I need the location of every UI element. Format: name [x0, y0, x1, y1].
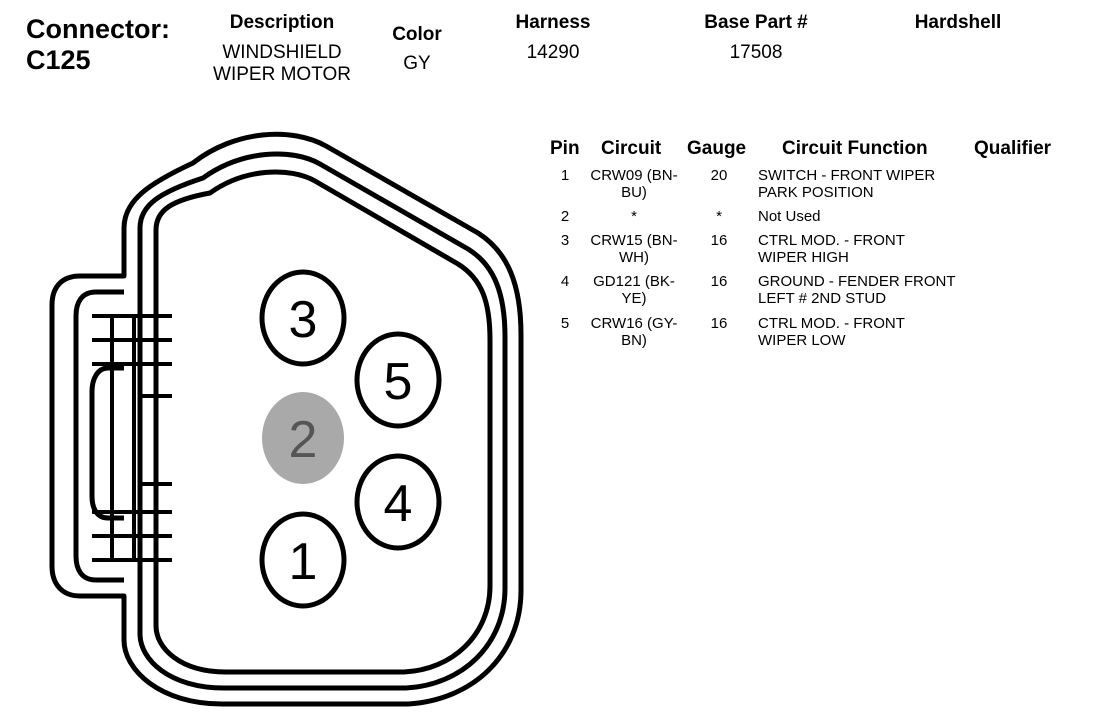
row-pin-line: 5: [560, 315, 570, 332]
row-circuit-line: CRW15 (BN-: [590, 232, 678, 249]
row-circuit-function-line: PARK POSITION: [758, 184, 874, 201]
row-pin: 1: [550, 167, 580, 184]
hardshell-header: Hardshell: [914, 12, 1002, 33]
row-circuit-function-line: SWITCH - FRONT WIPER: [758, 167, 936, 184]
row-circuit-line: WH): [619, 249, 649, 266]
row-gauge: 16: [699, 273, 739, 290]
latch-inner-loop: [73, 289, 124, 583]
pin-cavity-1: [259, 511, 347, 609]
latch-bars: [92, 314, 172, 562]
row-circuit-line: *: [631, 208, 637, 225]
pin-number-3: 3: [289, 291, 318, 349]
row-gauge: 16: [699, 315, 739, 332]
row-gauge: 20: [699, 167, 739, 184]
row-circuit: CRW16 (GY-BN): [582, 315, 686, 349]
row-circuit-function-line: WIPER HIGH: [758, 249, 849, 266]
row-gauge-line: 16: [710, 273, 728, 290]
color-header: Color: [392, 24, 442, 45]
row-gauge: 16: [699, 232, 739, 249]
row-circuit: *: [582, 208, 686, 225]
color-value: GY: [403, 53, 431, 74]
description-line-2: WIPER MOTOR: [213, 64, 351, 85]
pin-cavity-2: [262, 392, 344, 484]
row-circuit-function-line: LEFT # 2ND STUD: [758, 290, 887, 307]
col-header-gauge: Gauge: [687, 138, 747, 159]
row-circuit: CRW15 (BN-WH): [582, 232, 686, 266]
connector-id: C125: [26, 45, 91, 75]
row-circuit-function-line: GROUND - FENDER FRONT: [758, 273, 956, 290]
connector-label: Connector:: [26, 14, 170, 44]
row-circuit-line: BN): [621, 332, 647, 349]
description-header: Description: [229, 12, 335, 33]
description-line-1: WINDSHIELD: [222, 42, 342, 63]
pin-number-2: 2: [289, 411, 318, 469]
row-circuit-line: CRW16 (GY-: [590, 315, 678, 332]
pin-number-5: 5: [384, 353, 413, 411]
row-circuit-line: BU): [621, 184, 647, 201]
row-gauge-line: 16: [710, 232, 728, 249]
description-value: WINDSHIELD WIPER MOTOR: [200, 42, 364, 86]
row-gauge-line: 20: [710, 167, 728, 184]
row-pin: 4: [550, 273, 580, 290]
row-circuit: GD121 (BK-YE): [582, 273, 686, 307]
row-pin: 5: [550, 315, 580, 332]
row-circuit-line: YE): [621, 290, 647, 307]
latch-inner-loop-2: [89, 365, 124, 521]
pin-cavity-4: [354, 453, 442, 551]
housing-outer-outline: [49, 131, 524, 707]
row-circuit-function: Not Used: [758, 208, 978, 225]
housing-middle-outline: [137, 151, 508, 691]
row-circuit-line: CRW09 (BN-: [590, 167, 678, 184]
row-circuit-function-line: CTRL MOD. - FRONT: [758, 232, 905, 249]
pin-number-1: 1: [289, 533, 318, 591]
row-pin: 2: [550, 208, 580, 225]
col-header-qualifier: Qualifier: [974, 138, 1052, 159]
connector-title: Connector: C125: [26, 14, 170, 76]
col-header-circuit: Circuit: [601, 138, 662, 159]
pin-cavities: 3 5 2 4 1: [259, 269, 442, 609]
row-pin-line: 3: [560, 232, 570, 249]
col-header-circuit-function: Circuit Function: [782, 138, 928, 159]
pin-number-4: 4: [384, 475, 413, 533]
row-gauge-line: 16: [710, 315, 728, 332]
base-part-header: Base Part #: [704, 12, 808, 33]
row-pin-line: 4: [560, 273, 570, 290]
row-gauge: *: [699, 208, 739, 225]
harness-value: 14290: [526, 42, 580, 63]
row-gauge-line: *: [716, 208, 722, 225]
row-circuit-function-line: WIPER LOW: [758, 332, 846, 349]
row-pin-line: 2: [560, 208, 570, 225]
col-header-pin: Pin: [550, 138, 580, 159]
pin-cavity-3: [259, 269, 347, 367]
row-circuit: CRW09 (BN-BU): [582, 167, 686, 201]
row-pin-line: 1: [560, 167, 570, 184]
row-circuit-line: GD121 (BK-: [593, 273, 675, 290]
row-circuit-function-line: CTRL MOD. - FRONT: [758, 315, 905, 332]
pin-cavity-5: [354, 331, 442, 429]
harness-header: Harness: [515, 12, 591, 33]
row-pin: 3: [550, 232, 580, 249]
row-circuit-function-line: Not Used: [758, 208, 821, 225]
base-part-value: 17508: [729, 42, 783, 63]
